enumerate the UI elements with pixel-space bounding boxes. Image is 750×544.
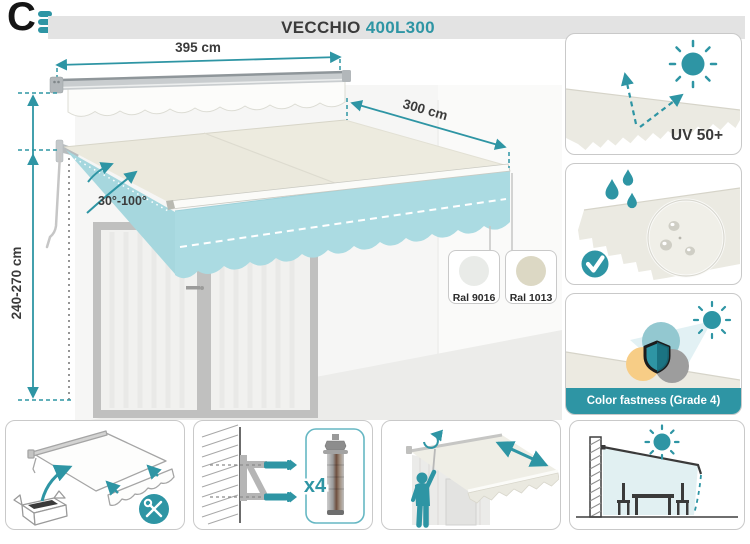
uv-label: UV 50+ — [671, 127, 723, 144]
bolt-guides — [210, 464, 262, 498]
feature-panel-uv: UV 50+ — [565, 33, 742, 155]
fabric-corner — [566, 89, 740, 150]
width-dimension: 395 cm — [55, 40, 342, 71]
anchor-quantity-label: x4 — [304, 475, 327, 497]
awning-profile — [601, 445, 703, 475]
logo-bar-icon — [38, 27, 55, 33]
swatch-color-dot — [459, 256, 489, 286]
rotate-crank-icon — [423, 429, 444, 449]
crank-pole — [432, 448, 436, 473]
sun-icon — [644, 424, 680, 460]
unbox-arrow-icon — [40, 464, 73, 502]
sun-icon — [692, 300, 732, 340]
fabric-magnifier — [646, 198, 726, 278]
panel-assembly — [5, 420, 185, 530]
tools-icon — [139, 494, 169, 524]
swatch-label: Ral 1013 — [509, 292, 553, 304]
product-brand: VECCHIO — [281, 18, 361, 37]
closed-awning — [49, 59, 351, 117]
water-drops-icon — [605, 169, 637, 209]
expansion-anchor-bolt — [323, 434, 348, 515]
product-model: 400L300 — [365, 18, 435, 37]
feature-panel-water — [565, 163, 742, 285]
sun-icon — [668, 39, 718, 89]
drop-line — [693, 474, 702, 515]
box-icon — [13, 490, 68, 526]
page-title: VECCHIO 400L300 — [48, 16, 668, 39]
shade-area — [603, 448, 698, 515]
width-label: 395 cm — [175, 40, 221, 55]
awning-outline — [27, 430, 167, 492]
bolt-arrows-icon — [264, 459, 297, 503]
extend-arrow-icon — [495, 441, 549, 467]
door-handle — [186, 286, 200, 290]
wall-hatching — [201, 424, 239, 525]
feature-panel-color-fastness: Color fastness (Grade 4) — [565, 293, 742, 415]
panel-shade — [569, 420, 745, 530]
wall-section — [589, 436, 602, 518]
checkmark-icon — [581, 250, 609, 278]
table-and-chairs — [617, 483, 689, 515]
color-swatch-ral1013: Ral 1013 — [505, 250, 557, 304]
shield-icon — [643, 340, 671, 374]
awning-dimension-diagram: 395 cm 30°-100° — [9, 40, 562, 420]
person-silhouette — [411, 469, 437, 528]
rolled-valance — [67, 80, 346, 117]
crank-handle — [45, 152, 62, 249]
mount-bracket — [240, 455, 267, 501]
color-swatch-ral9016: Ral 9016 — [448, 250, 500, 304]
panel-operation — [381, 420, 561, 530]
open-awning — [45, 119, 511, 279]
height-label: 240-270 cm — [9, 247, 24, 320]
side-valance — [66, 150, 175, 274]
angle-dimension: 30°-100° — [86, 162, 147, 214]
panel-mounting: x4 — [193, 420, 373, 530]
height-dimension: 240-270 cm — [9, 92, 72, 401]
logo-bar-icon — [38, 11, 52, 17]
color-fastness-banner: Color fastness (Grade 4) — [566, 388, 741, 414]
swatch-label: Ral 9016 — [452, 292, 496, 304]
swatch-color-dot — [516, 256, 546, 286]
logo-letter: C — [7, 0, 36, 39]
angle-label: 30°-100° — [98, 194, 147, 208]
front-valance — [175, 169, 510, 279]
attach-arrows-icon — [105, 464, 162, 496]
